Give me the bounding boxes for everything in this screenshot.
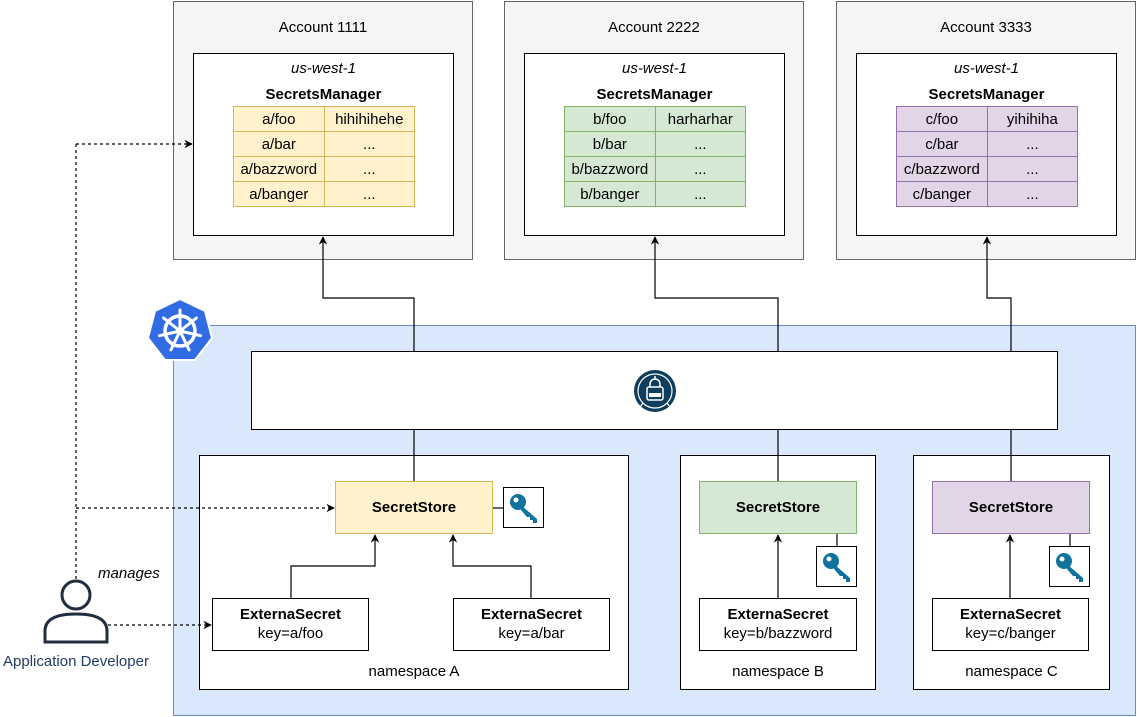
secret-value: ... bbox=[323, 181, 416, 207]
namespace-label: namespace C bbox=[965, 663, 1058, 680]
kubernetes-icon bbox=[146, 297, 214, 363]
table-row: a/bar ... bbox=[233, 131, 416, 157]
secret-value: ... bbox=[986, 131, 1079, 157]
secret-store-a[interactable]: SecretStore bbox=[335, 481, 493, 534]
account-title: Account 1111 bbox=[278, 19, 368, 36]
secret-key: a/bazzword bbox=[233, 156, 325, 182]
manages-label: manages bbox=[98, 565, 160, 582]
secrets-manager-title: SecretsManager bbox=[928, 86, 1045, 103]
region-box: us-west-1 SecretsManager c/foo yihihiha … bbox=[856, 53, 1117, 236]
external-secret-title: ExternaSecret bbox=[727, 606, 829, 623]
account-1111: Account 1111 us-west-1 SecretsManager a/… bbox=[173, 1, 473, 260]
user-icon bbox=[43, 579, 109, 645]
external-secret-b-bazzword[interactable]: ExternaSecret key=b/bazzword bbox=[699, 598, 857, 651]
secret-key: c/foo bbox=[896, 106, 988, 132]
external-secret-title: ExternaSecret bbox=[481, 606, 582, 623]
secret-value: ... bbox=[654, 181, 747, 207]
secrets-manager-title: SecretsManager bbox=[596, 86, 713, 103]
secret-key: a/banger bbox=[233, 181, 325, 207]
connector-operator-account-3333 bbox=[982, 236, 1012, 351]
region-title: us-west-1 bbox=[953, 60, 1020, 77]
region-title: us-west-1 bbox=[621, 60, 688, 77]
secret-store-c[interactable]: SecretStore bbox=[932, 481, 1090, 534]
external-secret-key: key=c/banger bbox=[965, 625, 1056, 642]
table-row: c/foo yihihiha bbox=[896, 106, 1079, 132]
external-secret-key: key=a/foo bbox=[257, 625, 324, 642]
table-row: c/banger ... bbox=[896, 181, 1079, 207]
region-box: us-west-1 SecretsManager a/foo hihihiheh… bbox=[193, 53, 454, 236]
key-icon bbox=[510, 494, 537, 523]
account-2222: Account 2222 us-west-1 SecretsManager b/… bbox=[504, 1, 804, 260]
namespace-label: namespace A bbox=[368, 663, 460, 680]
connector-ext-a-foo bbox=[290, 534, 380, 598]
external-secret-title: ExternaSecret bbox=[240, 606, 341, 623]
external-secrets-operator-icon bbox=[633, 369, 677, 413]
connector-operator-account-2222 bbox=[650, 236, 779, 351]
connector-operator-account-1111 bbox=[318, 236, 415, 351]
secret-key: b/bar bbox=[564, 131, 656, 157]
secret-value: ... bbox=[323, 131, 416, 157]
key-icon bbox=[823, 553, 850, 582]
secret-store-label: SecretStore bbox=[371, 499, 457, 516]
credential-box bbox=[1049, 546, 1090, 587]
secret-value: ... bbox=[986, 181, 1079, 207]
secrets-table: a/foo hihihihehe a/bar ... a/bazzword ..… bbox=[233, 106, 416, 207]
secret-key: c/banger bbox=[896, 181, 988, 207]
secret-store-label: SecretStore bbox=[968, 499, 1054, 516]
table-row: b/banger ... bbox=[564, 181, 747, 207]
secret-value: ... bbox=[986, 156, 1079, 182]
table-row: b/foo harharhar bbox=[564, 106, 747, 132]
secret-key: b/foo bbox=[564, 106, 656, 132]
table-row: b/bazzword ... bbox=[564, 156, 747, 182]
secrets-table: b/foo harharhar b/bar ... b/bazzword ...… bbox=[564, 106, 747, 207]
credential-box bbox=[503, 487, 544, 528]
secrets-manager-title: SecretsManager bbox=[265, 86, 382, 103]
table-row: a/bazzword ... bbox=[233, 156, 416, 182]
key-icon bbox=[1056, 553, 1083, 582]
connector-ext-a-bar bbox=[448, 534, 532, 598]
secret-store-b[interactable]: SecretStore bbox=[699, 481, 857, 534]
external-secret-key: key=b/bazzword bbox=[723, 625, 833, 642]
external-secret-a-foo[interactable]: ExternaSecret key=a/foo bbox=[212, 598, 369, 651]
external-secret-c-banger[interactable]: ExternaSecret key=c/banger bbox=[932, 598, 1089, 651]
region-title: us-west-1 bbox=[290, 60, 357, 77]
table-row: a/banger ... bbox=[233, 181, 416, 207]
secret-store-label: SecretStore bbox=[735, 499, 821, 516]
table-row: b/bar ... bbox=[564, 131, 747, 157]
external-secret-title: ExternaSecret bbox=[960, 606, 1061, 623]
secret-value: hihihihehe bbox=[323, 106, 416, 132]
external-secret-key: key=a/bar bbox=[498, 625, 565, 642]
external-secret-a-bar[interactable]: ExternaSecret key=a/bar bbox=[453, 598, 610, 651]
secret-key: b/banger bbox=[564, 181, 656, 207]
account-title: Account 2222 bbox=[608, 19, 700, 36]
secrets-table: c/foo yihihiha c/bar ... c/bazzword ... … bbox=[896, 106, 1079, 207]
table-row: c/bar ... bbox=[896, 131, 1079, 157]
account-title: Account 3333 bbox=[940, 19, 1032, 36]
namespace-label: namespace B bbox=[732, 663, 824, 680]
account-3333: Account 3333 us-west-1 SecretsManager c/… bbox=[836, 1, 1136, 260]
credential-box bbox=[816, 546, 857, 587]
actor-label: Application Developer bbox=[3, 653, 149, 670]
external-secrets-operator bbox=[251, 351, 1058, 430]
secret-key: c/bar bbox=[896, 131, 988, 157]
region-box: us-west-1 SecretsManager b/foo harharhar… bbox=[524, 53, 785, 236]
